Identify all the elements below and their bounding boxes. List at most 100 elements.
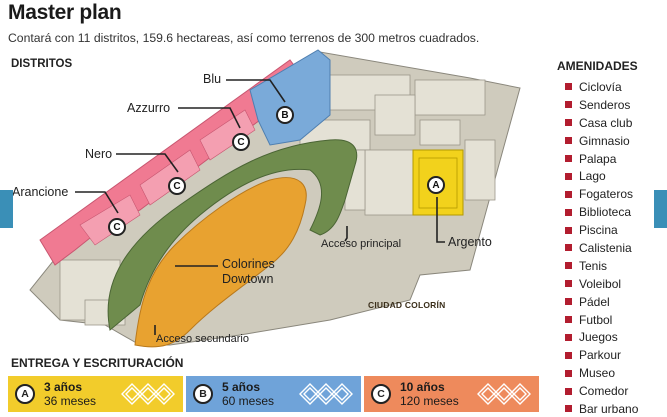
bullet-square-icon [565,369,572,377]
bullet-square-icon [565,155,572,162]
amenity-label: Biblioteca [579,205,632,220]
district-blu [249,49,331,146]
delivery-years-b: 5 años [222,380,261,394]
amenity-label: Museo [579,366,616,381]
amenity-label: Tenis [579,258,608,273]
delivery-heading: ENTREGA Y ESCRITURACIÓN [11,356,184,370]
delivery-months-c: 120 meses [400,394,459,408]
districts-heading: DISTRITOS [11,58,73,70]
bullet-square-icon [565,101,572,109]
delivery-months-a: 36 meses [44,394,97,408]
badge-argento: A [427,176,445,194]
label-azzurro: Azzurro [127,101,171,115]
amenity-label: Fogateros [579,187,634,202]
amenity-label: Parkour [579,348,622,363]
label-dowtown: Dowtown [222,272,274,286]
amenity-item: Piscina [565,221,638,239]
delivery-years-c: 10 años [400,380,445,394]
amenity-label: Piscina [579,223,618,238]
amenity-label: Casa club [579,115,633,130]
amenity-item: Pádel [565,293,638,311]
bullet-square-icon [565,190,572,198]
amenities-heading: AMENIDADES [557,59,638,73]
diamond-pattern-icon [477,383,531,405]
delivery-months-b: 60 meses [222,394,275,408]
bullet-square-icon [565,280,572,288]
amenity-item: Parkour [565,346,638,364]
bullet-square-icon [565,387,572,395]
amenity-label: Voleibol [579,276,622,291]
next-slide-button[interactable] [654,190,667,228]
bullet-square-icon [565,119,572,127]
callout-azzurro [178,107,241,129]
amenity-item: Palapa [565,150,638,168]
callout-argento [436,197,445,243]
label-acceso-principal: Acceso principal [321,238,402,250]
delivery-badge-b: B [193,384,213,404]
amenity-label: Palapa [579,151,617,166]
bullet-square-icon [565,333,572,341]
label-acceso-secundario: Acceso secundario [156,333,249,345]
amenity-label: Juegos [579,330,618,345]
bullet-square-icon [565,226,572,234]
badge-nero: C [168,177,186,195]
delivery-badge-a: A [15,384,35,404]
prev-slide-button[interactable] [0,190,13,228]
amenity-item: Futbol [565,311,638,329]
callout-nero [116,153,179,173]
amenity-label: Comedor [579,384,629,399]
amenity-item: Casa club [565,114,638,132]
bullet-square-icon [565,172,572,180]
district-colorines [134,177,307,348]
amenity-label: Futbol [579,312,613,327]
amenity-label: Gimnasio [579,133,630,148]
bullet-square-icon [565,244,572,252]
delivery-badge-c: C [371,384,391,404]
diamond-pattern-icon [121,383,175,405]
page-subtitle: Contará con 11 distritos, 159.6 hectarea… [8,31,480,45]
badge-arancione: C [108,218,126,236]
amenity-label: Bar urbano [579,401,639,416]
label-nero: Nero [85,147,113,161]
amenity-item: Voleibol [565,275,638,293]
bullet-square-icon [565,298,572,306]
delivery-years-a: 3 años [44,380,83,394]
bullet-square-icon [565,262,572,270]
callout-arancione [75,191,119,214]
bullet-square-icon [565,83,572,91]
bullet-square-icon [565,405,572,413]
amenity-item: Senderos [565,96,638,114]
label-blu: Blu [203,72,222,86]
delivery-box-b: B 5 años 60 meses [186,376,361,412]
label-argento: Argento [448,235,492,249]
master-plan-map [29,49,521,348]
label-arancione: Arancione [12,185,69,199]
amenity-label: Pádel [579,294,610,309]
amenity-item: Calistenia [565,239,638,257]
amenity-label: Calistenia [579,240,632,255]
bullet-square-icon [565,316,572,324]
amenity-item: Fogateros [565,185,638,203]
bullet-square-icon [565,208,572,216]
amenity-item: Lago [565,167,638,185]
amenity-label: Lago [579,169,606,184]
diamond-pattern-icon [299,383,353,405]
badge-blu: B [276,106,294,124]
amenity-item: Bar urbano [565,400,638,417]
amenity-item: Juegos [565,328,638,346]
amenity-item: Tenis [565,257,638,275]
amenity-label: Senderos [579,97,631,112]
page-title: Master plan [8,1,122,24]
green-park [107,139,358,331]
delivery-box-a: A 3 años 36 meses [8,376,183,412]
amenity-item: Biblioteca [565,203,638,221]
amenity-item: Gimnasio [565,132,638,150]
bullet-square-icon [565,351,572,359]
label-ciudad-colorin: CIUDAD COLORÍN [368,300,446,310]
amenity-item: Museo [565,364,638,382]
bullet-square-icon [565,137,572,145]
amenity-item: Ciclovía [565,78,638,96]
callout-blu [226,79,286,103]
label-colorines: Colorines [222,257,275,271]
